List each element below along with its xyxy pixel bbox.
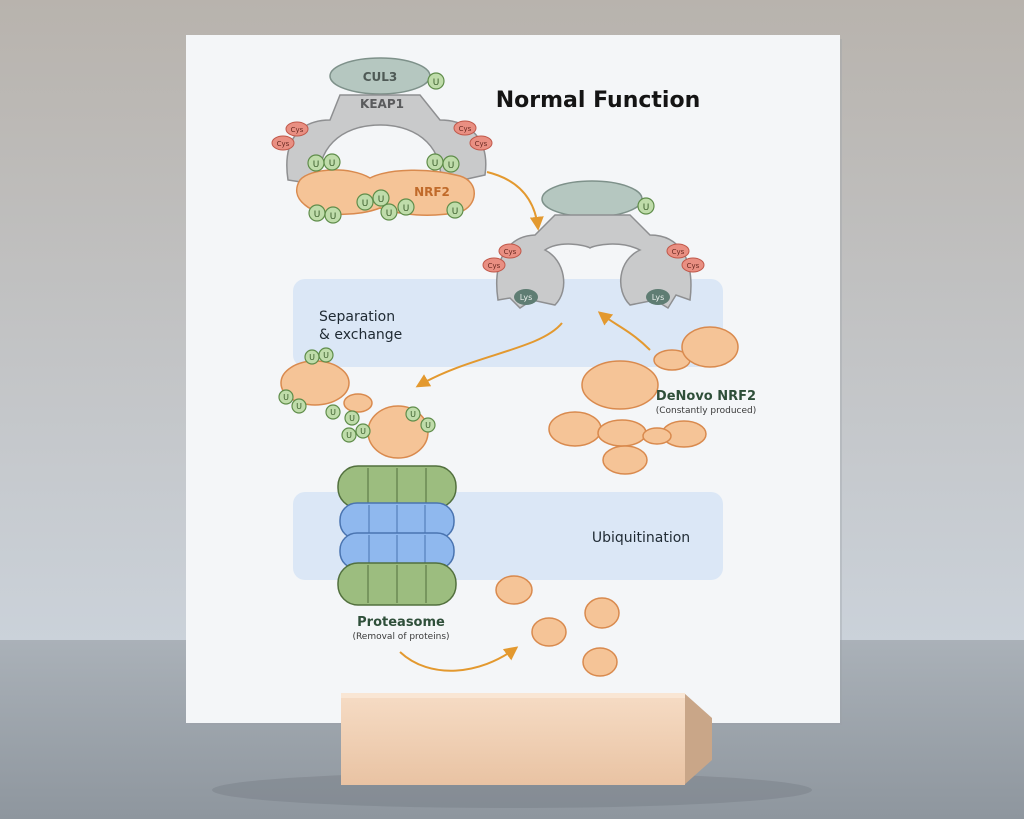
lys-site-left: Lys	[514, 289, 538, 305]
svg-text:U: U	[329, 159, 336, 169]
svg-text:Lys: Lys	[520, 293, 533, 302]
arrow-denovo-binding	[597, 311, 651, 351]
svg-text:U: U	[425, 421, 431, 430]
svg-text:U: U	[433, 78, 440, 88]
svg-text:Cys: Cys	[475, 140, 488, 148]
proteasome-sublabel: (Removal of proteins)	[352, 632, 449, 642]
arrow-release	[415, 322, 563, 388]
separation-band	[293, 279, 723, 367]
ubiquitinated-nrf2: U U U U U U U U U U	[278, 347, 436, 459]
ubiquitination-label: Ubiquitination	[592, 530, 690, 546]
ubiquitin-cul3: U	[427, 72, 445, 90]
svg-text:U: U	[386, 209, 393, 219]
svg-text:Lys: Lys	[652, 293, 665, 302]
svg-text:U: U	[346, 431, 352, 440]
denovo-nrf2-molecules	[548, 326, 739, 475]
denovo-label: DeNovo NRF2	[656, 389, 756, 404]
ubiquitin-chain: U U U U U U U U U U U	[307, 153, 464, 224]
ubiquitin-chain-released: U U U U U U U U U U	[278, 347, 436, 443]
svg-text:U: U	[349, 414, 355, 423]
svg-text:U: U	[309, 353, 315, 362]
svg-text:U: U	[378, 195, 385, 205]
arrow-degradation	[399, 646, 519, 672]
cys-site-r3: Cys	[666, 243, 690, 259]
svg-text:U: U	[410, 410, 416, 419]
poster-board: Normal Function CUL3 KEAP1 NRF2 Cys Cys …	[186, 35, 842, 725]
cul3-shape-right	[541, 180, 643, 218]
keap1-open-shape	[496, 214, 692, 310]
arrow-to-empty-keap1	[486, 171, 544, 231]
svg-text:U: U	[330, 408, 336, 417]
svg-text:Cys: Cys	[672, 248, 685, 256]
keap1-label: KEAP1	[360, 97, 404, 111]
svg-text:U: U	[314, 210, 321, 220]
svg-text:U: U	[362, 199, 369, 209]
proteasome	[337, 465, 457, 606]
svg-text:Cys: Cys	[504, 248, 517, 256]
svg-text:U: U	[313, 160, 320, 170]
svg-text:U: U	[403, 204, 410, 214]
page-title: Normal Function	[496, 88, 700, 113]
svg-text:Cys: Cys	[277, 140, 290, 148]
separation-label-line1: Separation	[319, 309, 395, 325]
svg-text:U: U	[643, 203, 650, 213]
cys-site-right-top: Cys	[453, 120, 477, 136]
cul3-label: CUL3	[363, 70, 398, 84]
svg-text:U: U	[432, 159, 439, 169]
lys-site-right: Lys	[646, 289, 670, 305]
svg-text:Cys: Cys	[459, 125, 472, 133]
degraded-fragments	[495, 575, 620, 677]
svg-text:U: U	[296, 402, 302, 411]
cys-site-left-top: Cys	[285, 121, 309, 137]
svg-text:Cys: Cys	[687, 262, 700, 270]
svg-text:U: U	[360, 427, 366, 436]
cys-site-right-bottom: Cys	[469, 135, 493, 151]
svg-text:U: U	[323, 351, 329, 360]
free-keap1: U Cys Cys Cys Cys Lys Lys	[482, 180, 705, 310]
cys-site-r2: Cys	[482, 257, 506, 273]
ubiquitin-cul3-right: U	[637, 197, 655, 215]
cys-site-r1: Cys	[498, 243, 522, 259]
svg-text:U: U	[452, 207, 459, 217]
separation-label-line2: & exchange	[319, 327, 402, 343]
cys-site-r4: Cys	[681, 257, 705, 273]
svg-text:U: U	[283, 393, 289, 402]
keap1-nrf2-complex: CUL3 KEAP1 NRF2 Cys Cys Cys Cys U	[271, 57, 493, 224]
svg-text:Cys: Cys	[291, 126, 304, 134]
denovo-sublabel: (Constantly produced)	[656, 406, 757, 416]
wooden-stand	[341, 693, 712, 785]
nrf2-label: NRF2	[414, 185, 450, 199]
svg-text:Cys: Cys	[488, 262, 501, 270]
proteasome-label: Proteasome	[357, 615, 445, 630]
cys-site-left-bottom: Cys	[271, 135, 295, 151]
svg-text:U: U	[448, 161, 455, 171]
svg-text:U: U	[330, 212, 337, 222]
